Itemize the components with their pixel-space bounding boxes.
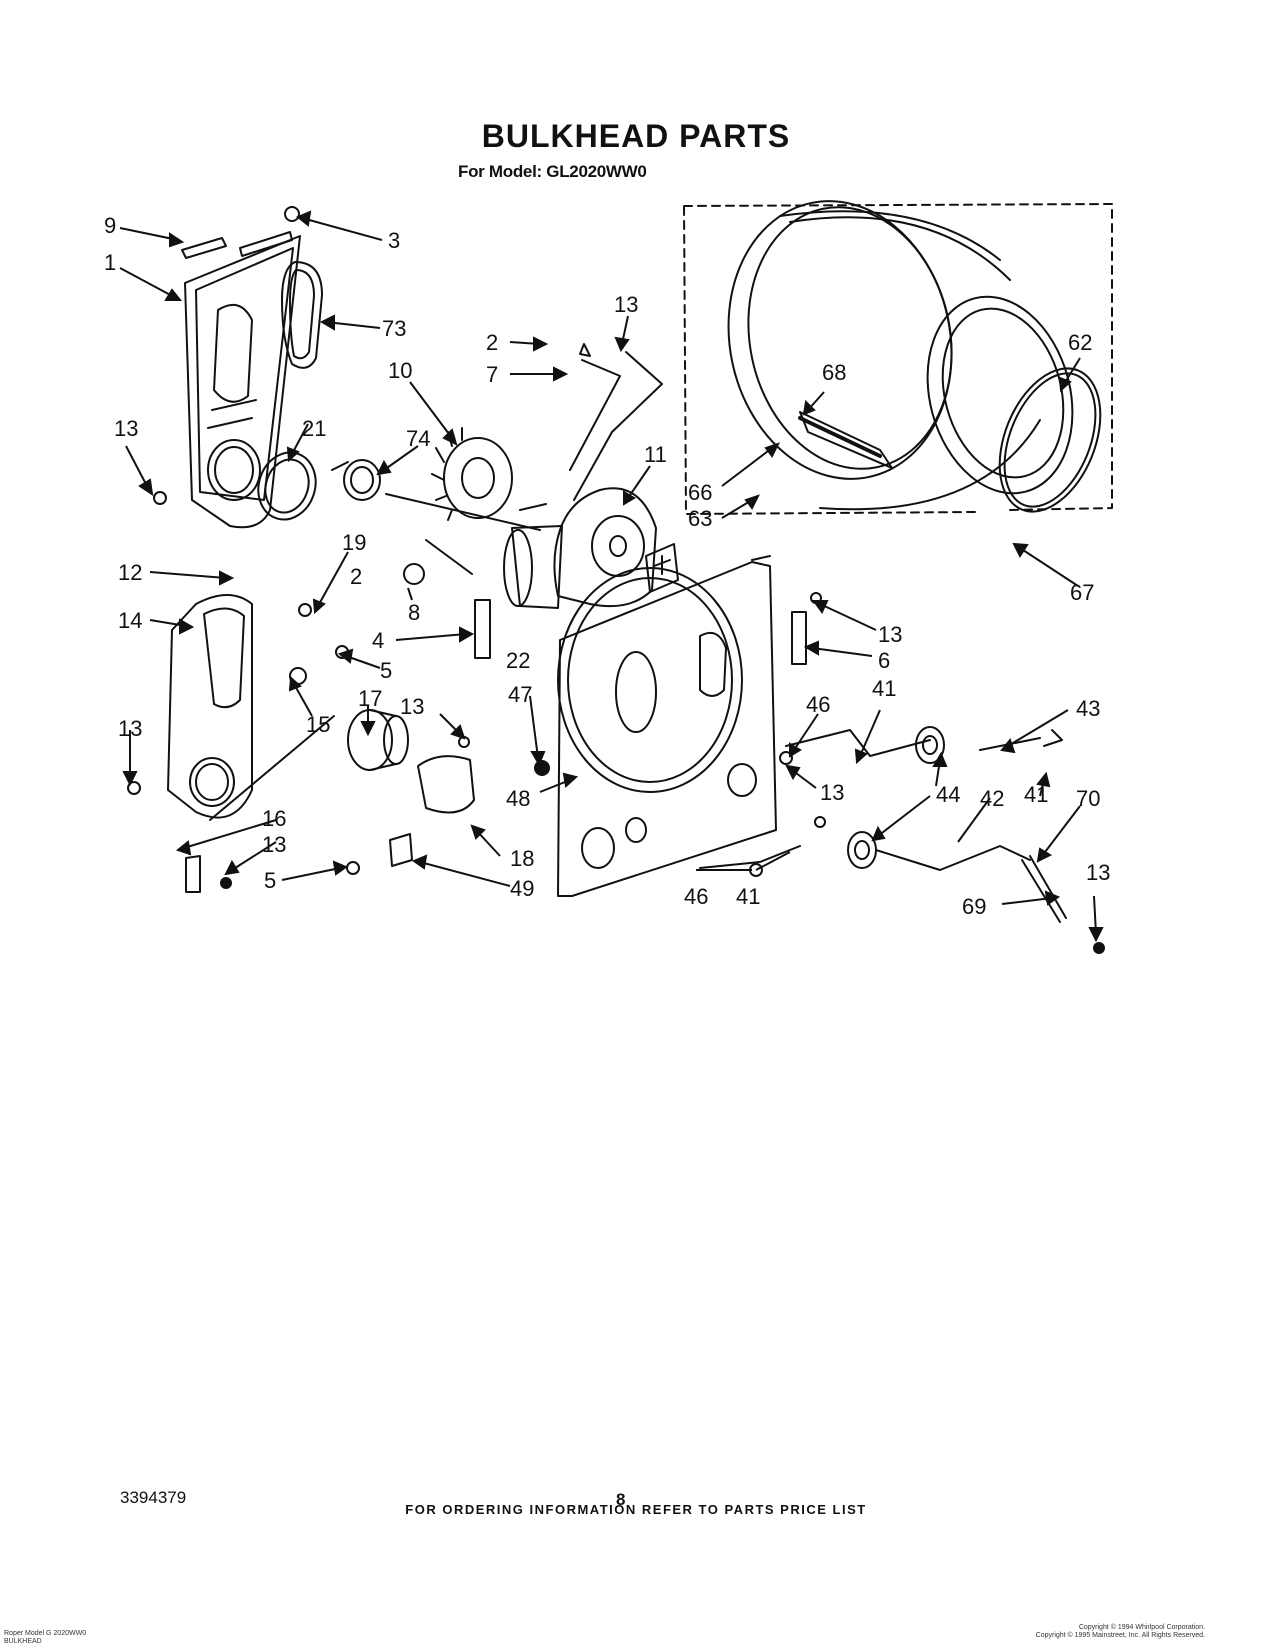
- motor-part: [347, 709, 475, 814]
- bracket-part: [181, 237, 227, 259]
- callout-13: 13: [262, 832, 286, 857]
- callout-13: 13: [118, 716, 142, 741]
- callout-19: 19: [342, 530, 366, 555]
- blower-housing-part: [503, 487, 679, 609]
- callout-43: 43: [1076, 696, 1100, 721]
- callout-8: 8: [408, 600, 420, 625]
- callout-5: 5: [264, 868, 276, 893]
- callout-7: 7: [486, 362, 498, 387]
- callout-13: 13: [878, 622, 902, 647]
- callout-13: 13: [114, 416, 138, 441]
- callout-74: 74: [406, 426, 430, 451]
- lint-duct-part: [167, 594, 253, 819]
- callout-13: 13: [614, 292, 638, 317]
- screw-part: [284, 206, 300, 222]
- drum-assembly-dashed-box: [683, 203, 1113, 515]
- fine-print-section: BULKHEAD: [4, 1638, 42, 1645]
- idler-pulley-part: [847, 831, 877, 869]
- callout-44: 44: [936, 782, 960, 807]
- fine-print-left: Roper Model G 2020WW0 BULKHEAD: [4, 1630, 86, 1646]
- rear-bulkhead-part: [557, 555, 777, 897]
- document-number: 3394379: [120, 1488, 187, 1507]
- callout-47: 47: [508, 682, 532, 707]
- fine-print-model: Roper Model G 2020WW0: [4, 1630, 87, 1637]
- callout-16: 16: [262, 806, 286, 831]
- drum-part: [727, 200, 1074, 511]
- callout-73: 73: [382, 316, 406, 341]
- front-panel-part: [184, 235, 301, 529]
- callout-15: 15: [306, 712, 330, 737]
- seal-part: [281, 261, 323, 369]
- callout-62: 62: [1068, 330, 1092, 355]
- callout-13: 13: [1086, 860, 1110, 885]
- callout-63: 63: [688, 506, 712, 531]
- callout-18: 18: [510, 846, 534, 871]
- callout-4: 4: [372, 628, 384, 653]
- callout-68: 68: [822, 360, 846, 385]
- callout-13: 13: [820, 780, 844, 805]
- fine-print-copyright: Copyright © 1994 Whirlpool Corporation. …: [990, 1624, 1205, 1640]
- callout-11: 11: [644, 442, 667, 467]
- callout-49: 49: [510, 876, 534, 901]
- callout-70: 70: [1076, 786, 1100, 811]
- callout-12: 12: [118, 560, 142, 585]
- copyright-line-1: Copyright © 1994 Whirlpool Corporation.: [1078, 1624, 1205, 1631]
- callout-5: 5: [380, 658, 392, 683]
- idler-pulley-part: [915, 726, 945, 764]
- callout-22: 22: [506, 648, 530, 673]
- callout-41: 41: [872, 676, 896, 701]
- seal-ring-part: [257, 451, 317, 521]
- blower-wheel-part: [431, 427, 513, 521]
- callout-42: 42: [980, 786, 1004, 811]
- drum-seal-ring: [998, 367, 1102, 513]
- page-title: BULKHEAD PARTS: [481, 118, 791, 154]
- callout-69: 69: [962, 894, 986, 919]
- bearing-part: [343, 459, 381, 501]
- callout-6: 6: [878, 648, 890, 673]
- page-number: 8: [616, 1490, 626, 1509]
- copyright-line-2: Copyright © 1995 Mainstreet, Inc. All Ri…: [1035, 1632, 1205, 1639]
- callout-9: 9: [104, 213, 116, 238]
- callout-67: 67: [1070, 580, 1094, 605]
- callout-10: 10: [388, 358, 412, 383]
- callout-14: 14: [118, 608, 142, 633]
- idler-spring-part: [1021, 855, 1067, 923]
- callout-3: 3: [388, 228, 400, 253]
- callout-46: 46: [684, 884, 708, 909]
- callout-1: 1: [104, 250, 116, 275]
- ordering-note: FOR ORDERING INFORMATION REFER TO PARTS …: [405, 1502, 867, 1517]
- callout-21: 21: [302, 416, 326, 441]
- model-subtitle: For Model: GL2020WW0: [458, 162, 647, 181]
- callout-41: 41: [1024, 782, 1048, 807]
- callout-2: 2: [350, 564, 362, 589]
- callout-66: 66: [688, 480, 712, 505]
- callout-13: 13: [400, 694, 424, 719]
- callout-17: 17: [358, 686, 382, 711]
- callout-41: 41: [736, 884, 760, 909]
- callout-2: 2: [486, 330, 498, 355]
- callout-48: 48: [506, 786, 530, 811]
- callout-46: 46: [806, 692, 830, 717]
